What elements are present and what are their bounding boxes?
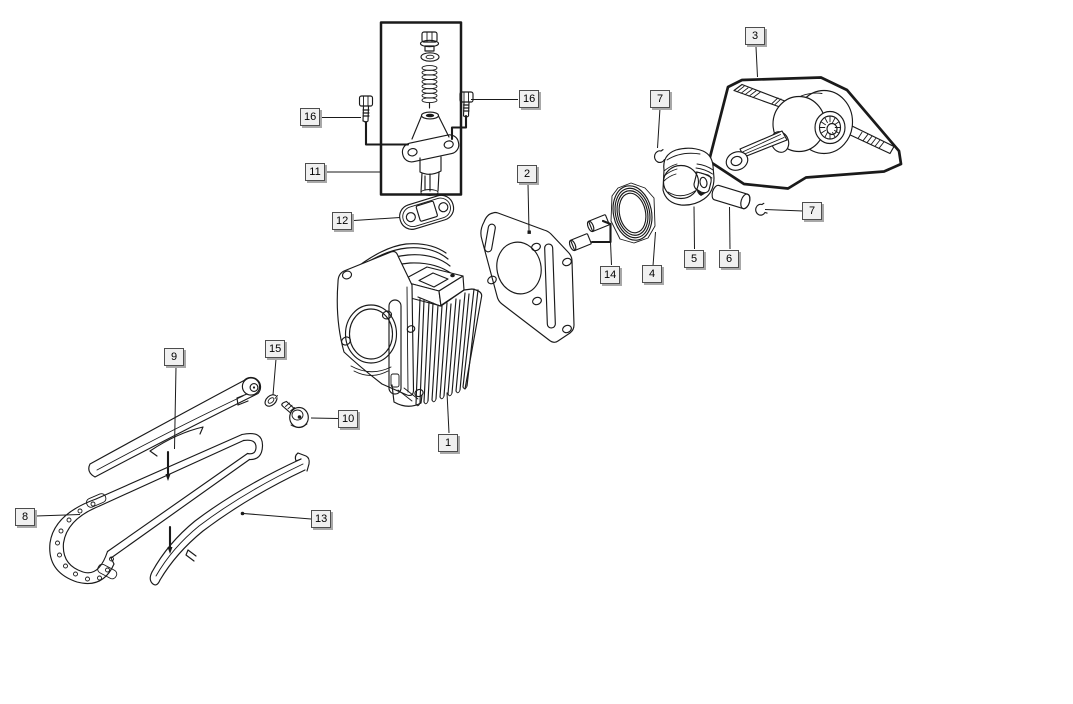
callout-3[interactable]: 3 xyxy=(745,27,765,45)
alignment-marks xyxy=(165,450,173,554)
part-piston-ring-set xyxy=(610,182,656,244)
callout-5[interactable]: 5 xyxy=(684,250,704,268)
callout-14[interactable]: 14 xyxy=(600,266,621,284)
callout-1[interactable]: 1 xyxy=(438,434,458,452)
part-circlip-right xyxy=(755,202,768,216)
callout-9[interactable]: 9 xyxy=(164,348,184,366)
callout-11[interactable]: 11 xyxy=(305,163,325,181)
callout-12[interactable]: 12 xyxy=(332,212,353,230)
part-crankshaft-assembly xyxy=(707,76,903,190)
part-tensioner-assembly xyxy=(401,31,460,196)
part-pivot-screw xyxy=(281,400,309,429)
part-tensioner-frame xyxy=(379,21,463,196)
callout-6[interactable]: 6 xyxy=(719,250,739,268)
part-chain-guide xyxy=(149,452,310,586)
part-cylinder xyxy=(336,243,483,407)
part-piston xyxy=(662,147,715,206)
part-dowel-pins xyxy=(568,214,612,252)
part-mounting-bolt-right xyxy=(450,91,474,141)
callout-8[interactable]: 8 xyxy=(15,508,35,526)
callout-2[interactable]: 2 xyxy=(517,165,537,183)
callout-13[interactable]: 13 xyxy=(311,510,332,528)
callout-16-right[interactable]: 16 xyxy=(519,90,540,108)
callout-7-top[interactable]: 7 xyxy=(650,90,670,108)
callout-7-right[interactable]: 7 xyxy=(802,202,822,220)
part-piston-pin xyxy=(711,184,751,210)
callout-10[interactable]: 10 xyxy=(338,410,359,428)
callout-16-left[interactable]: 16 xyxy=(300,108,321,126)
part-washer xyxy=(264,394,278,407)
part-tensioner-gasket xyxy=(399,194,455,230)
part-mounting-bolt-left xyxy=(358,95,410,146)
callout-15[interactable]: 15 xyxy=(265,340,286,358)
callout-4[interactable]: 4 xyxy=(642,265,662,283)
part-cylinder-head-gasket xyxy=(480,211,575,343)
leader-lines xyxy=(35,46,804,520)
